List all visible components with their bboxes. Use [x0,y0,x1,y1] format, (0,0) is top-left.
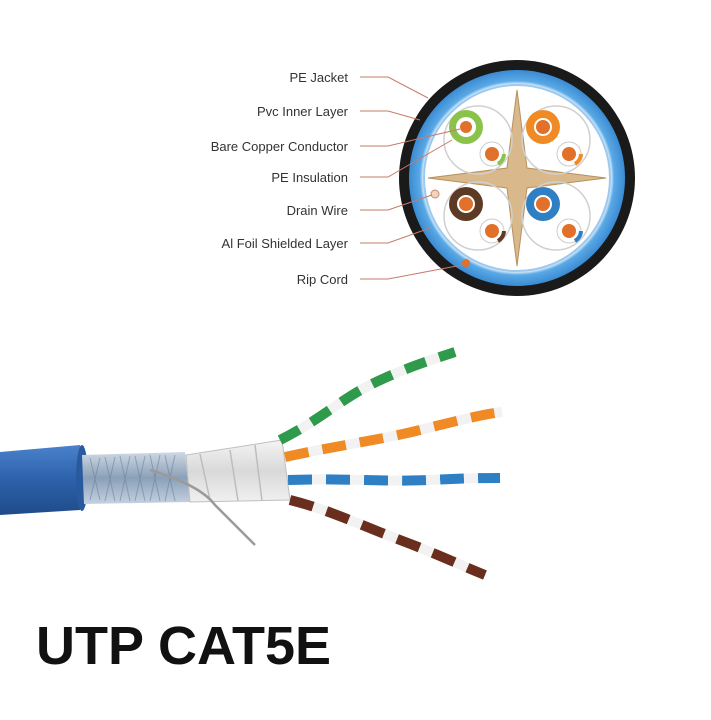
blue-twisted-pair [287,473,501,486]
callout-pvc-inner-layer: Pvc Inner Layer [257,104,349,119]
orange-pair-section [526,110,583,167]
callout-pe-insulation: PE Insulation [271,170,348,185]
callout-labels: PE Jacket Pvc Inner Layer Bare Copper Co… [211,70,349,287]
green-twisted-pair [277,347,457,445]
orange-twisted-pair [283,407,503,462]
callout-drain-wire: Drain Wire [287,203,348,218]
brown-pair-section [449,187,506,244]
drain-wire-dot [430,189,440,199]
leader-lines [360,76,463,280]
callout-bare-copper-conductor: Bare Copper Conductor [211,139,349,154]
cross-section [399,60,635,296]
cross-separator [427,89,607,267]
blue-jacket [0,445,84,515]
callout-rip-cord: Rip Cord [297,272,348,287]
foil-shield [82,452,190,504]
product-title: UTP CAT5E [36,616,331,676]
stripped-cable [0,347,503,580]
drain-wire-strand [149,468,256,546]
blue-pair-section [526,187,583,244]
pair-outlines [443,105,591,251]
brown-twisted-pair [288,495,487,580]
green-pair-section [449,110,506,167]
callout-al-foil-shielded-layer: Al Foil Shielded Layer [222,236,349,251]
rip-cord-dot [462,259,470,267]
callout-pe-jacket: PE Jacket [289,70,348,85]
